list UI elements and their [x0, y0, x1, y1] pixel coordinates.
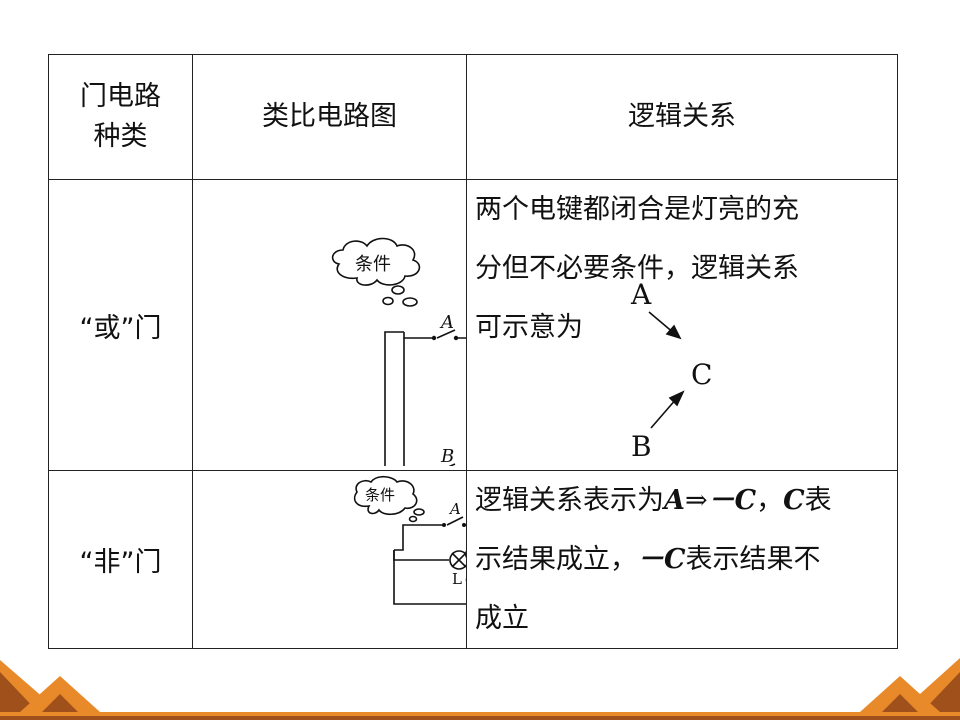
- not-logic-neg-c2: －C: [637, 544, 686, 575]
- not-gate-logic: 逻辑关系表示为A⇒－C，C表 示结果成立，－C表示结果不 成立: [466, 470, 898, 649]
- not-logic-line2: 示结果成立，－C表示结果不: [475, 530, 897, 589]
- not-label-lamp: L: [452, 570, 462, 588]
- not-logic-comma: ，: [756, 485, 784, 516]
- header-circuit: 类比电路图: [192, 54, 467, 180]
- header-logic: 逻辑关系: [466, 54, 898, 180]
- or-gate-circuit-cell: 条件 结果 A B C L E: [192, 179, 598, 563]
- schematic-b: B: [631, 430, 652, 460]
- or-gate-circuit-diagram: 条件 结果 A B C L E: [331, 237, 598, 563]
- not-logic-biao: 表: [804, 485, 832, 516]
- header-gate-type-line2: 种类: [93, 121, 148, 152]
- or-logic-schematic: A C B: [630, 278, 712, 460]
- not-logic-line2b: 表示结果不: [685, 544, 821, 575]
- not-gate-circuit-diagram: 条件 结果 A L C E: [353, 475, 576, 630]
- not-logic-line2a: 示结果成立，: [475, 544, 637, 575]
- or-label-a: A: [439, 312, 454, 333]
- schematic-a: A: [630, 278, 652, 311]
- or-logic-line1: 两个电键都闭合是灯亮的充: [475, 194, 799, 225]
- logic-gate-table: 门电路 种类 类比电路图 逻辑关系 “或”门: [48, 54, 898, 649]
- not-logic-implies: ⇒: [684, 485, 708, 516]
- header-gate-type-line1: 门电路: [80, 81, 161, 112]
- bottom-decoration: [0, 658, 960, 720]
- or-label-b: B: [440, 446, 454, 466]
- or-gate-name: “或”门: [48, 179, 193, 471]
- not-logic-a: A: [664, 485, 685, 516]
- not-gate-name: “非”门: [48, 470, 193, 649]
- not-logic-c: C: [783, 485, 805, 516]
- not-logic-line1: 逻辑关系表示为A⇒－C，C表: [475, 471, 897, 530]
- table-header-row: 门电路 种类 类比电路图 逻辑关系: [48, 54, 898, 180]
- or-gate-logic: 两个电键都闭合是灯亮的充 分但不必要条件，逻辑关系 可示意为 A C B: [466, 179, 898, 471]
- not-condition-bubble-text: 条件: [365, 486, 395, 504]
- or-condition-bubble-text: 条件: [355, 254, 391, 275]
- schematic-c: C: [691, 358, 712, 391]
- not-label-a: A: [448, 500, 461, 518]
- or-logic-line2: 分但不必要条件，逻辑关系: [475, 253, 799, 284]
- not-logic-line3: 成立: [475, 603, 529, 634]
- not-logic-prefix: 逻辑关系表示为: [475, 485, 664, 516]
- not-gate-circuit-cell: 条件 结果 A L C E: [192, 470, 576, 649]
- header-gate-type: 门电路 种类: [48, 54, 193, 180]
- or-logic-line3: 可示意为: [475, 312, 583, 343]
- table-row-not-gate: “非”门: [48, 470, 898, 649]
- table-row-or-gate: “或”门: [48, 179, 898, 563]
- not-logic-neg-c: －C: [707, 485, 757, 516]
